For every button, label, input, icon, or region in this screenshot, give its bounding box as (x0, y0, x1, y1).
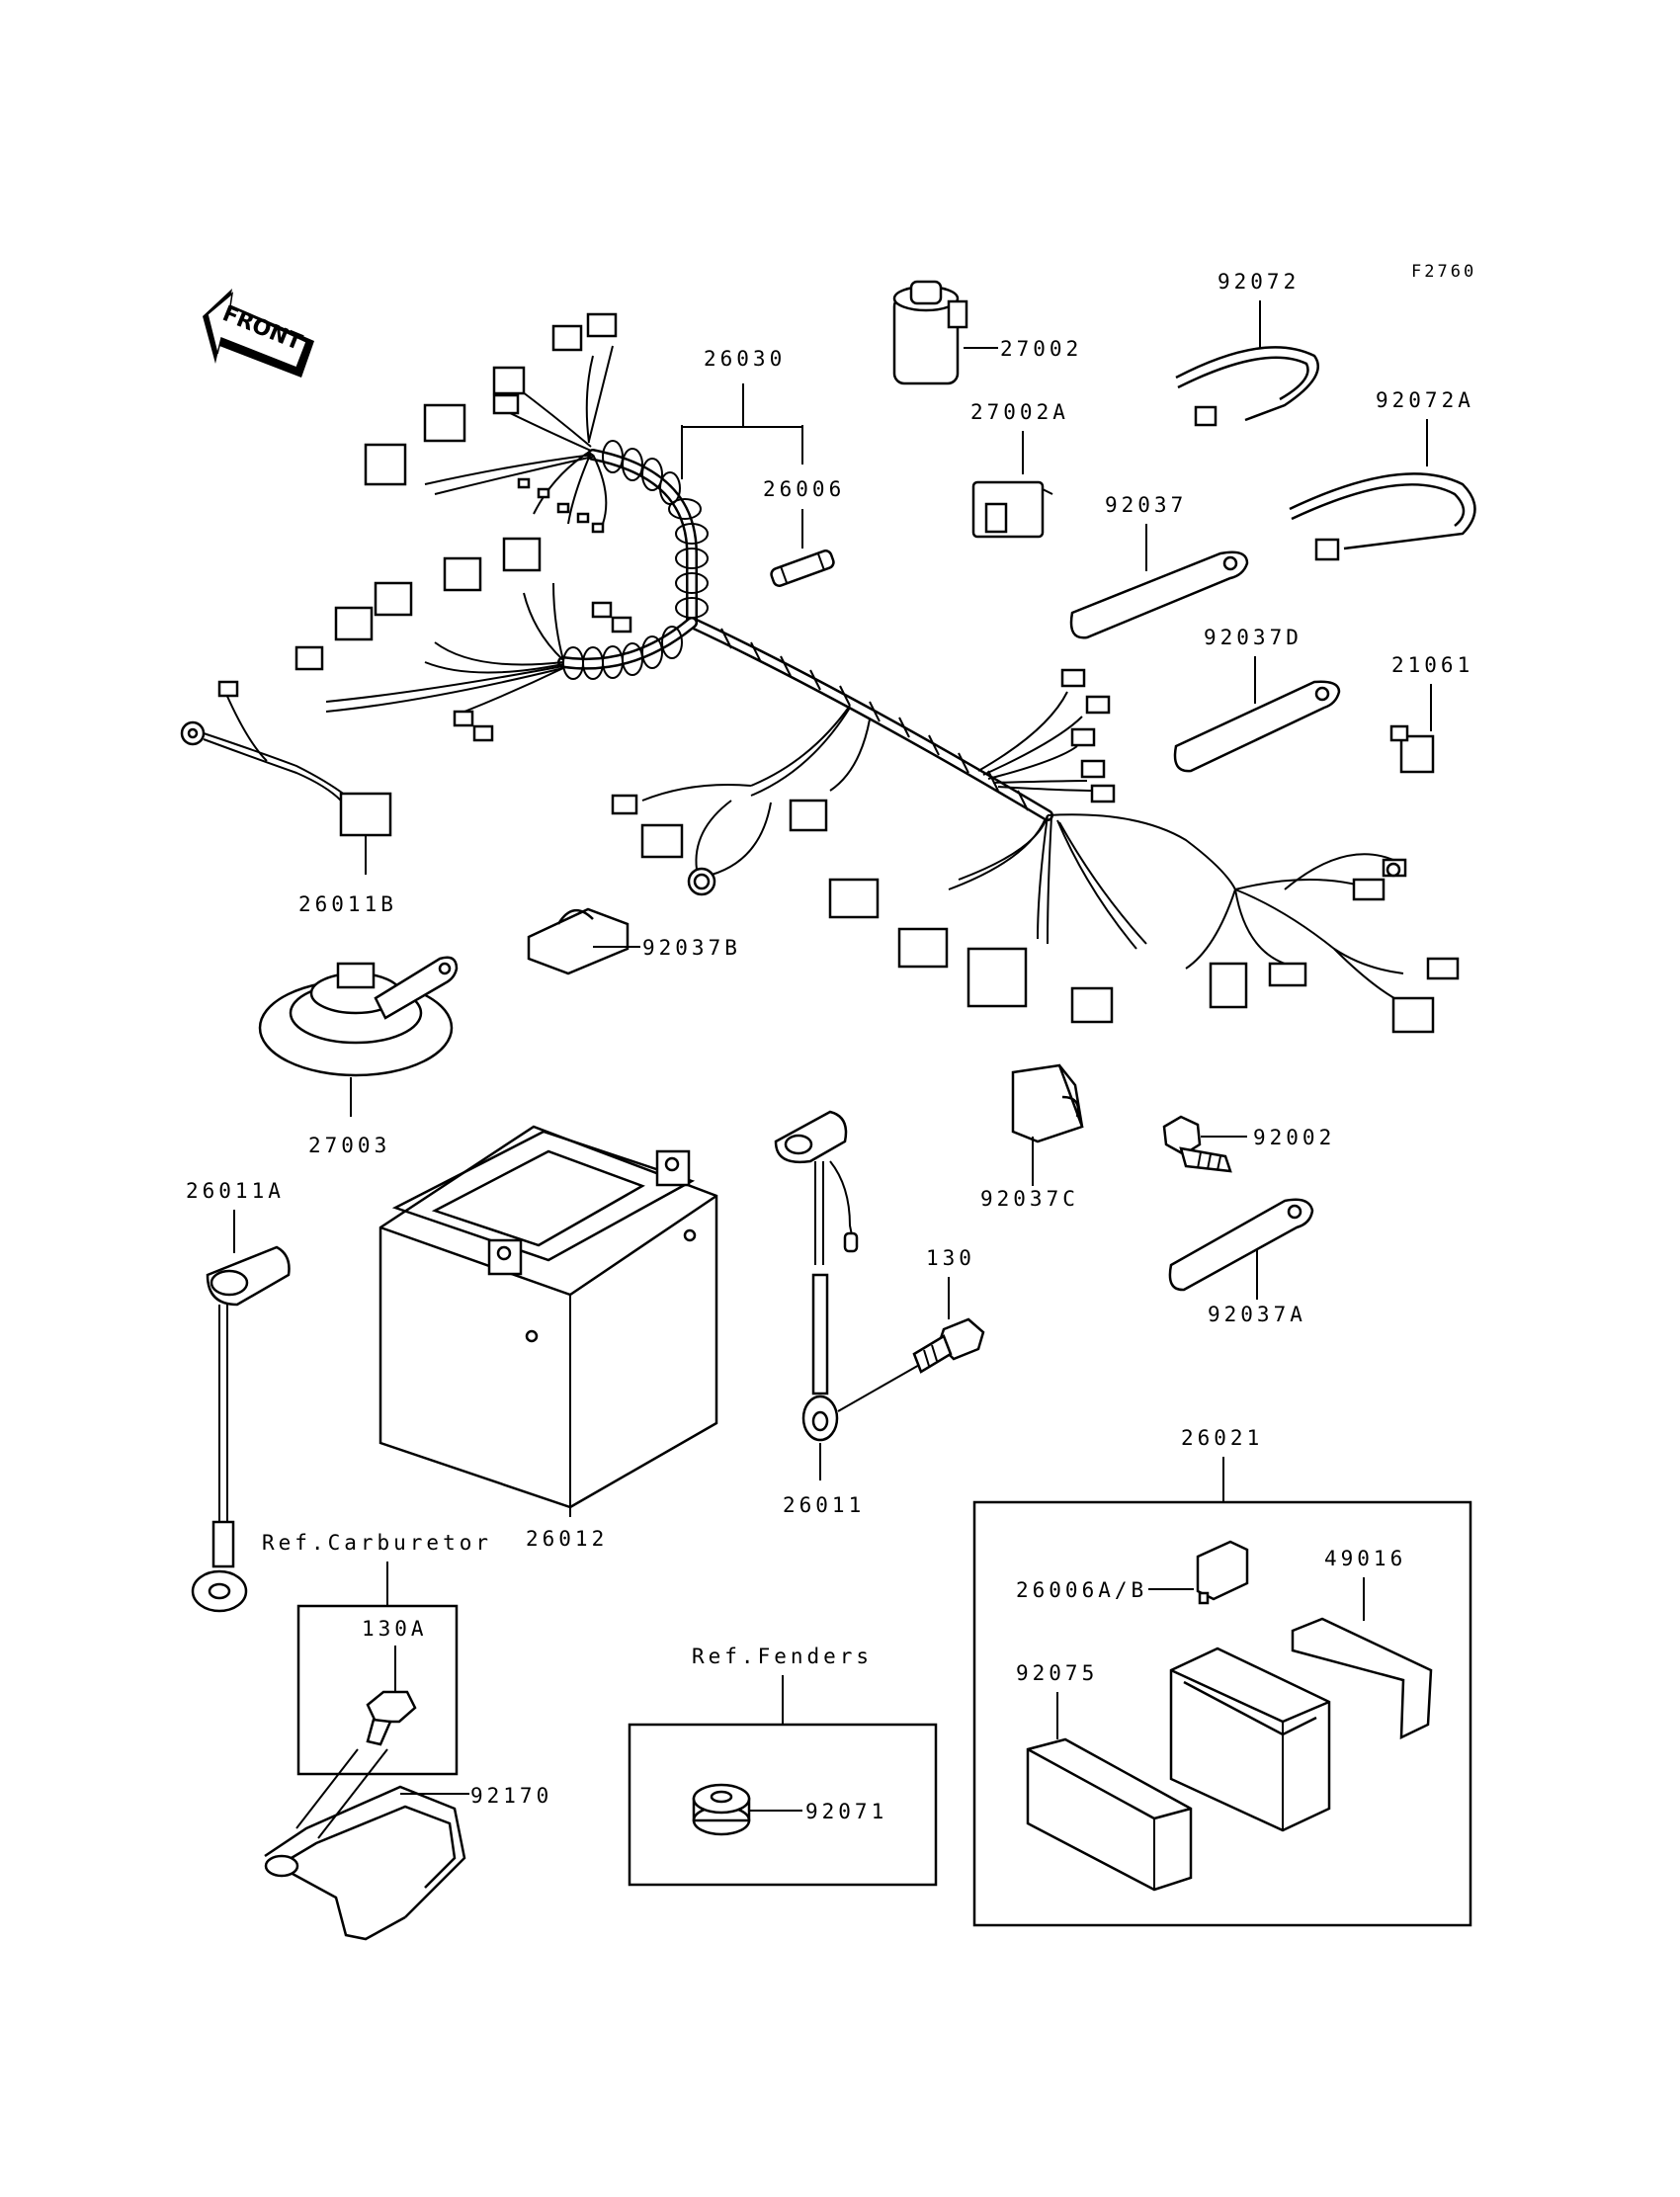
svg-text:27003: 27003 (308, 1134, 390, 1157)
svg-text:26006: 26006 (763, 477, 845, 501)
clamp-92037D: 92037D (1173, 626, 1341, 773)
svg-text:130A: 130A (362, 1617, 428, 1641)
fuse-26006: 26006 (763, 477, 845, 587)
svg-text:92072: 92072 (1218, 270, 1300, 294)
svg-text:26030: 26030 (704, 347, 786, 371)
ground-strap-26011A: 26011A (186, 1179, 291, 1613)
svg-text:92037C: 92037C (980, 1187, 1079, 1211)
svg-text:27002A: 27002A (970, 400, 1069, 424)
relay-27002: 27002 (892, 280, 1082, 385)
svg-text:92075: 92075 (1016, 1661, 1098, 1685)
svg-text:92002: 92002 (1253, 1126, 1335, 1149)
figure-code: F2760 (1411, 262, 1476, 282)
svg-text:92037A: 92037A (1208, 1303, 1306, 1326)
svg-text:49016: 49016 (1324, 1547, 1406, 1570)
horn-27003: 27003 (258, 956, 459, 1157)
ref-fenders: Ref.Fenders (692, 1645, 873, 1668)
sub-harness-26011B: 26011B (180, 680, 397, 916)
svg-text:92170: 92170 (470, 1784, 552, 1808)
svg-text:92072A: 92072A (1376, 388, 1474, 412)
svg-text:27002: 27002 (1000, 337, 1082, 361)
ref-fenders-group: Ref.Fenders 92071 (628, 1645, 938, 1887)
relay-27002A: 27002A (970, 400, 1069, 539)
label-26030: 26030 (681, 347, 803, 479)
clamp-92037: 92037 (1069, 493, 1249, 639)
svg-text:130: 130 (926, 1246, 975, 1270)
svg-text:92037: 92037 (1105, 493, 1187, 517)
bracket-92170: 92170 (264, 1748, 552, 1941)
part-21061: 21061 (1389, 653, 1473, 774)
main-wiring-harness (294, 312, 1460, 1034)
ref-carburetor: Ref.Carburetor (262, 1531, 492, 1555)
svg-text:21061: 21061 (1391, 653, 1473, 677)
clamp-92037A: 92037A (1168, 1198, 1314, 1326)
svg-text:92037D: 92037D (1204, 626, 1302, 649)
svg-text:26021: 26021 (1181, 1426, 1263, 1450)
svg-text:26012: 26012 (526, 1527, 608, 1551)
svg-text:26006A/B: 26006A/B (1016, 1578, 1147, 1602)
bolt-92002: 92002 (1162, 1115, 1335, 1173)
cable-tie-92072: 92072 (1175, 270, 1319, 427)
battery-26012: 26012 (378, 1125, 718, 1551)
clamp-92037C: 92037C (980, 1063, 1084, 1211)
clip-92037B: 92037B (527, 907, 741, 975)
cable-26011: 26011 (774, 1110, 922, 1517)
bolt-130: 130 (912, 1246, 985, 1374)
svg-text:26011: 26011 (783, 1493, 865, 1517)
ref-carburetor-group: Ref.Carburetor 130A (262, 1531, 492, 1776)
front-arrow-icon: FRONT (203, 289, 314, 378)
fuse-box-group-26021: 26021 26006A/B 49016 92075 (972, 1426, 1472, 1927)
svg-text:26011B: 26011B (298, 892, 397, 916)
cable-tie-92072A: 92072A (1289, 388, 1476, 561)
svg-text:92071: 92071 (805, 1800, 887, 1823)
svg-text:92037B: 92037B (642, 936, 741, 960)
svg-text:26011A: 26011A (186, 1179, 285, 1203)
